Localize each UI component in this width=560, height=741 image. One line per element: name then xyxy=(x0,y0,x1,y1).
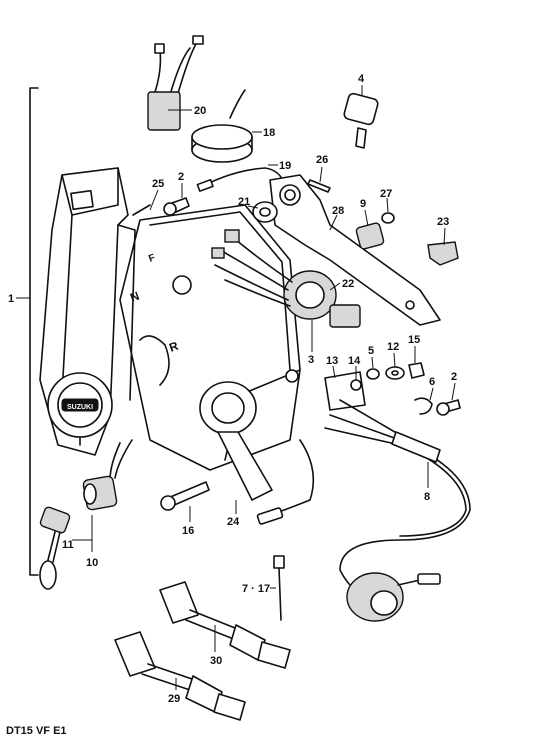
clip-9 xyxy=(355,222,385,250)
callout-28: 28 xyxy=(332,205,344,217)
callout-19: 19 xyxy=(279,160,291,172)
callout-6: 6 xyxy=(429,376,435,388)
callout-18: 18 xyxy=(263,127,275,139)
screw-26 xyxy=(307,179,331,193)
bolt-2-right xyxy=(436,399,461,416)
shift-lever xyxy=(199,381,273,501)
lanyard-11 xyxy=(39,506,71,590)
switch-8 xyxy=(346,572,441,622)
callout-11: 11 xyxy=(62,539,74,551)
callout-10: 10 xyxy=(86,557,98,569)
wire-harness-8 xyxy=(256,399,471,596)
cap-18 xyxy=(191,89,253,163)
key-4 xyxy=(343,92,379,149)
ignition-switch-22 xyxy=(283,270,361,328)
callout-2b: 2 xyxy=(451,371,457,383)
bracket-plate-28 xyxy=(269,174,441,326)
callout-3: 3 xyxy=(308,354,314,366)
callout-2a: 2 xyxy=(178,171,184,183)
washer-27 xyxy=(381,212,395,224)
bolt-25 xyxy=(132,204,151,216)
callout-12: 12 xyxy=(387,341,399,353)
callout-27: 27 xyxy=(380,188,392,200)
leader-lines xyxy=(72,85,456,690)
wire-connector-20 xyxy=(147,35,204,131)
callout-13: 13 xyxy=(326,355,338,367)
callout-24: 24 xyxy=(227,516,240,528)
switch-harness xyxy=(211,229,293,307)
callout-29: 29 xyxy=(168,693,180,705)
callout-15: 15 xyxy=(408,334,420,346)
tie-7-17 xyxy=(273,555,285,621)
callout-7-17: 7 · 17 xyxy=(242,583,270,595)
callout-20: 20 xyxy=(194,105,206,117)
footer-code: DT15 VF E1 xyxy=(6,725,67,737)
brand-badge: SUZUKI xyxy=(67,404,93,411)
callout-5: 5 xyxy=(368,345,374,357)
bolt-16 xyxy=(160,481,210,511)
callout-labels: 1 20 18 19 4 2 25 26 21 9 27 28 23 22 3 … xyxy=(8,73,457,705)
callout-16: 16 xyxy=(182,525,194,537)
nut-21 xyxy=(252,201,278,223)
nut-14 xyxy=(350,379,362,391)
callout-9: 9 xyxy=(360,198,366,210)
callout-21: 21 xyxy=(238,196,250,208)
stop-switch-10 xyxy=(82,439,133,511)
callout-1: 1 xyxy=(8,293,14,305)
callout-14: 14 xyxy=(348,355,361,367)
nut-5 xyxy=(366,368,380,380)
callout-8: 8 xyxy=(424,491,430,503)
assembly-bracket xyxy=(16,87,39,576)
clip-23 xyxy=(427,241,459,266)
callout-25: 25 xyxy=(152,178,164,190)
clamp-6 xyxy=(414,397,433,415)
callout-22: 22 xyxy=(342,278,354,290)
cable-29 xyxy=(114,631,246,721)
callout-26: 26 xyxy=(316,154,328,166)
mark-forward: F xyxy=(147,252,157,264)
plate-13 xyxy=(324,371,366,411)
throttle-handle: SUZUKI xyxy=(39,167,136,456)
washer-12 xyxy=(385,366,405,380)
callout-4: 4 xyxy=(358,73,365,85)
callout-23: 23 xyxy=(437,216,449,228)
remote-control-body: N R F xyxy=(119,204,301,471)
bolt-2-top xyxy=(163,197,190,216)
nut-15 xyxy=(408,362,425,379)
callout-30: 30 xyxy=(210,655,222,667)
cable-30 xyxy=(159,581,291,669)
